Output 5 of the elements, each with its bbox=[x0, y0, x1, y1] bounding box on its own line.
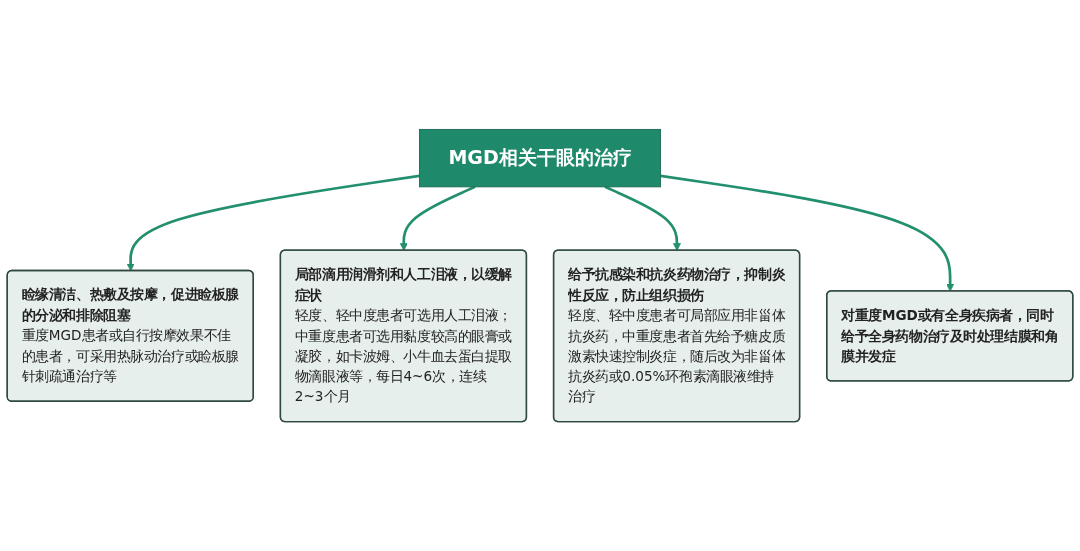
arrow bbox=[399, 185, 476, 251]
arrow bbox=[660, 174, 955, 292]
arrow bbox=[126, 174, 420, 272]
arrow bbox=[604, 185, 681, 251]
node-box: MGD相关干眼的治疗 bbox=[419, 128, 661, 188]
